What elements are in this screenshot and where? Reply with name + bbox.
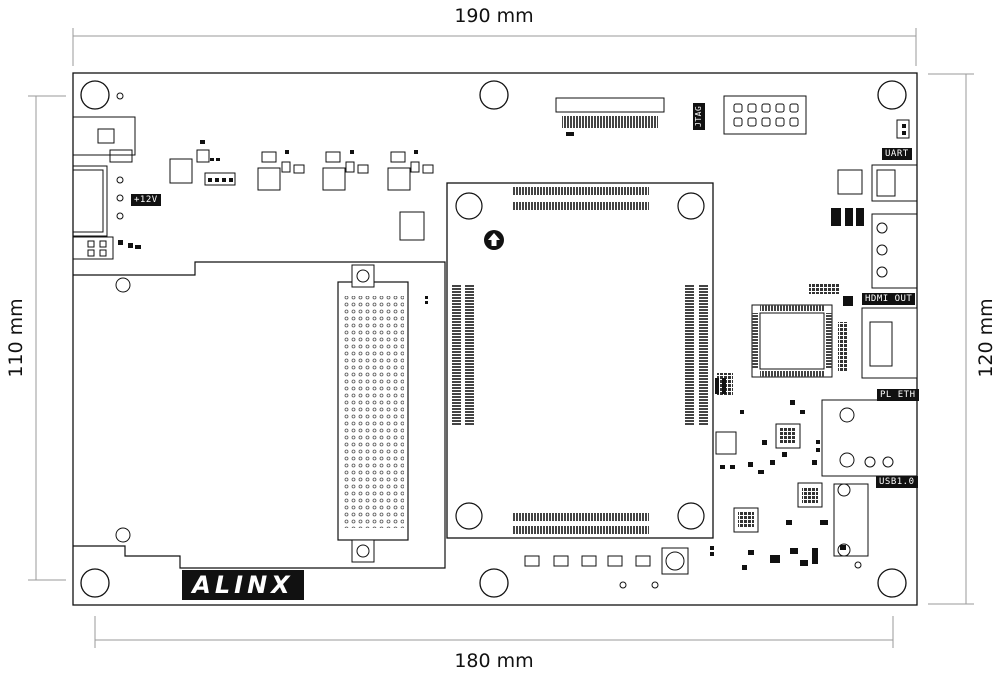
usb-area <box>833 483 869 557</box>
ethernet-area <box>661 399 918 575</box>
dimension-bottom <box>94 616 894 648</box>
dim-bottom-text: 180 mm <box>454 650 533 672</box>
dimension-top <box>72 28 917 66</box>
sd-slot <box>72 165 108 237</box>
pl-eth-label: PL ETH <box>877 389 919 401</box>
usb-label: USB1.0 <box>876 476 918 488</box>
uart-components <box>831 124 906 226</box>
fpc-connector <box>555 97 665 136</box>
uart-label: UART <box>882 148 912 160</box>
jtag-label: JTAG <box>693 102 705 130</box>
power-label: +12V <box>131 194 161 206</box>
smd-parts-right <box>710 378 846 570</box>
mounting-holes <box>80 80 907 598</box>
small-holes <box>115 92 862 589</box>
small-components-left <box>118 140 428 304</box>
expansion-area-outline <box>73 261 446 569</box>
jtag-connector <box>723 95 807 135</box>
led-row <box>524 555 651 567</box>
dim-right-text: 120 mm <box>975 298 997 377</box>
dimension-left <box>28 95 66 581</box>
dim-top-text: 190 mm <box>454 5 533 27</box>
regulator-group <box>169 149 434 241</box>
hdmi-area <box>751 284 918 379</box>
core-module <box>446 182 714 539</box>
switch-block <box>72 236 114 260</box>
dim-left-text: 110 mm <box>5 298 27 377</box>
fmc-connector <box>337 264 409 563</box>
dimension-right <box>928 73 974 605</box>
uart-area <box>837 119 918 289</box>
orientation-arrow-icon <box>488 233 500 246</box>
alinx-logo: ALINX <box>182 570 304 600</box>
power-jack <box>72 116 136 163</box>
hdmi-out-label: HDMI OUT <box>862 293 916 305</box>
